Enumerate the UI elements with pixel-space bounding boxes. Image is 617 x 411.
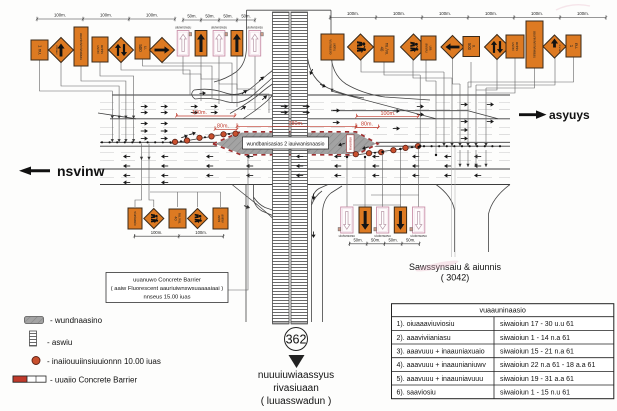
svg-text:aviwu: aviwu: [424, 43, 428, 52]
svg-text:( aaiw Fluorescent aauriuiwnsw: ( aaiw Fluorescent aauriuiwnswsuaaaaiaai…: [111, 286, 224, 292]
svg-text:280m.: 280m.: [289, 121, 304, 127]
svg-text:viaviwa: viaviwa: [349, 137, 354, 151]
svg-text:vuaauninaasio: vuaauninaasio: [479, 306, 525, 315]
svg-text:( luuasswadun ): ( luuasswadun ): [261, 396, 332, 407]
svg-text:aviniv: aviniv: [515, 42, 519, 51]
svg-text:nnseus 15.00 iuas: nnseus 15.00 iuas: [143, 295, 190, 301]
svg-text:40: 40: [173, 216, 177, 220]
svg-text:uiuiwnswsu: uiuiwnswsu: [211, 26, 228, 30]
svg-text:siwaioiun 19 - 31 a.a 61: siwaioiun 19 - 31 a.a 61: [500, 376, 574, 383]
svg-text:siwaioiun 22 n.a 61 - 18 a.a: siwaioiun 22 n.a 61 - 18 a.a 61: [500, 362, 595, 369]
svg-text:aauniviviniviwiaau: aauniviviniviwiaau: [79, 33, 83, 60]
svg-text:uviini: uviini: [96, 45, 100, 53]
svg-text:siwaioiun 17 - 30 u.u 61: siwaioiun 17 - 30 u.u 61: [500, 321, 574, 328]
svg-text:500: 500: [467, 43, 472, 51]
svg-text:80m.: 80m.: [217, 123, 229, 129]
svg-text:aauniviviniviwiaau: aauniviviniviwiaau: [533, 31, 537, 58]
svg-text:nsvinw: nsvinw: [57, 163, 105, 179]
svg-text:100m.: 100m.: [195, 230, 207, 235]
svg-text:6). saaviosiu: 6). saaviosiu: [397, 390, 436, 397]
svg-text:u.: u.: [471, 45, 476, 49]
svg-text:50m.: 50m.: [241, 14, 250, 19]
svg-text:niviauv: niviauv: [558, 45, 562, 54]
svg-text:362: 362: [286, 333, 307, 347]
svg-text:rivasiuaan: rivasiuaan: [273, 383, 319, 394]
svg-text:100m.: 100m.: [347, 11, 359, 16]
svg-text:100m.: 100m.: [151, 230, 163, 235]
svg-text:uia: uia: [429, 46, 433, 51]
svg-text:nuuuiuwiaassyus: nuuuiuwiaassyus: [258, 370, 334, 381]
svg-text:50m.: 50m.: [371, 238, 380, 243]
svg-text:5). aaavuuu + inaauniavuuu: 5). aaavuuu + inaauniavuuu: [397, 376, 484, 383]
svg-text:50m.: 50m.: [388, 238, 397, 243]
svg-text:( 3042): ( 3042): [441, 273, 470, 283]
svg-text:siwaioiun 15 - 21 n.a 61: siwaioiun 15 - 21 n.a 61: [500, 349, 574, 356]
svg-text:40: 40: [379, 47, 384, 52]
svg-text:niviauv: niviauv: [55, 45, 59, 55]
svg-text:nu./vu.: nu./vu.: [384, 43, 389, 56]
svg-text:u.: u.: [143, 46, 148, 50]
svg-text:80m.: 80m.: [361, 122, 373, 128]
svg-text:asyuys: asyuys: [549, 108, 590, 122]
svg-text:wundbanisasias 2 iauiwanisnaas: wundbanisasias 2 iauiwanisnaasio: [247, 141, 325, 147]
svg-text:Sawssynsaiu & aiunnis: Sawssynsaiu & aiunnis: [409, 262, 502, 272]
svg-text:1 nu.: 1 nu.: [37, 45, 42, 55]
svg-text:viuniaasio: viuniaasio: [133, 211, 137, 225]
svg-text:50m.: 50m.: [205, 14, 214, 19]
svg-text:100m.: 100m.: [381, 111, 396, 117]
svg-text:100m.: 100m.: [100, 13, 112, 18]
svg-text:uiuiwnswsu: uiuiwnswsu: [374, 234, 391, 238]
svg-text:aviniv: aviniv: [221, 214, 225, 223]
svg-text:50m.: 50m.: [406, 238, 415, 243]
svg-text:50m.: 50m.: [187, 14, 196, 19]
svg-text:uviini: uviini: [217, 215, 221, 223]
svg-text:uiuiwnswsu: uiuiwnswsu: [339, 234, 356, 238]
svg-text:3). aaavuuu + inaauniaxuaio: 3). aaavuuu + inaauniaxuaio: [397, 349, 485, 356]
svg-text:aviniv: aviniv: [100, 45, 104, 54]
svg-text:100m.: 100m.: [531, 11, 543, 16]
svg-text:uviini: uviini: [511, 42, 515, 50]
svg-text:- wundnaasino: - wundnaasino: [50, 316, 103, 325]
svg-text:100m.: 100m.: [146, 13, 158, 18]
svg-text:- uuaiio Concrete Barrier: - uuaiio Concrete Barrier: [50, 376, 137, 385]
svg-text:viuniaasio: viuniaasio: [329, 39, 333, 54]
svg-text:50m.: 50m.: [353, 238, 362, 243]
svg-text:100m.: 100m.: [393, 11, 405, 16]
svg-text:uiohu: uiohu: [333, 43, 337, 51]
svg-text:uiuiwnswsu: uiuiwnswsu: [247, 26, 264, 30]
svg-text:uiuiwnswsu: uiuiwnswsu: [175, 26, 192, 30]
svg-text:100m.: 100m.: [485, 11, 497, 16]
svg-text:1). oiuaaaviuviosiu: 1). oiuaaaviuviosiu: [397, 321, 455, 328]
svg-text:nu./vu.: nu./vu.: [178, 213, 182, 224]
svg-text:100m.: 100m.: [439, 11, 451, 16]
svg-text:siwaioiun 1 - 15 n.u 61: siwaioiun 1 - 15 n.u 61: [500, 390, 570, 397]
svg-text:1: 1: [569, 45, 574, 48]
svg-text:100m.: 100m.: [577, 11, 589, 16]
svg-text:siwaioiun 1 - 14 n.a 61: siwaioiun 1 - 14 n.a 61: [500, 335, 570, 342]
svg-text:2). aaaviviianiasu: 2). aaaviviianiasu: [397, 335, 451, 342]
svg-text:100m.: 100m.: [54, 13, 66, 18]
svg-text:- inaiiouuiinsiuuionnn 10.00 i: - inaiiouuiinsiuuionnn 10.00 iuas: [47, 357, 161, 366]
svg-text:4). aaavuuu + inaaunianiuwv: 4). aaavuuu + inaaunianiuwv: [397, 362, 487, 369]
svg-text:100m.: 100m.: [192, 110, 207, 116]
svg-text:uiuiwnswsu: uiuiwnswsu: [410, 234, 427, 238]
svg-text:- aswiu: - aswiu: [47, 338, 72, 347]
svg-text:uuanuwo Concrete Barrier: uuanuwo Concrete Barrier: [133, 278, 201, 284]
svg-text:nu.: nu.: [574, 43, 579, 49]
svg-text:50m.: 50m.: [223, 14, 232, 19]
svg-text:500: 500: [138, 44, 143, 52]
